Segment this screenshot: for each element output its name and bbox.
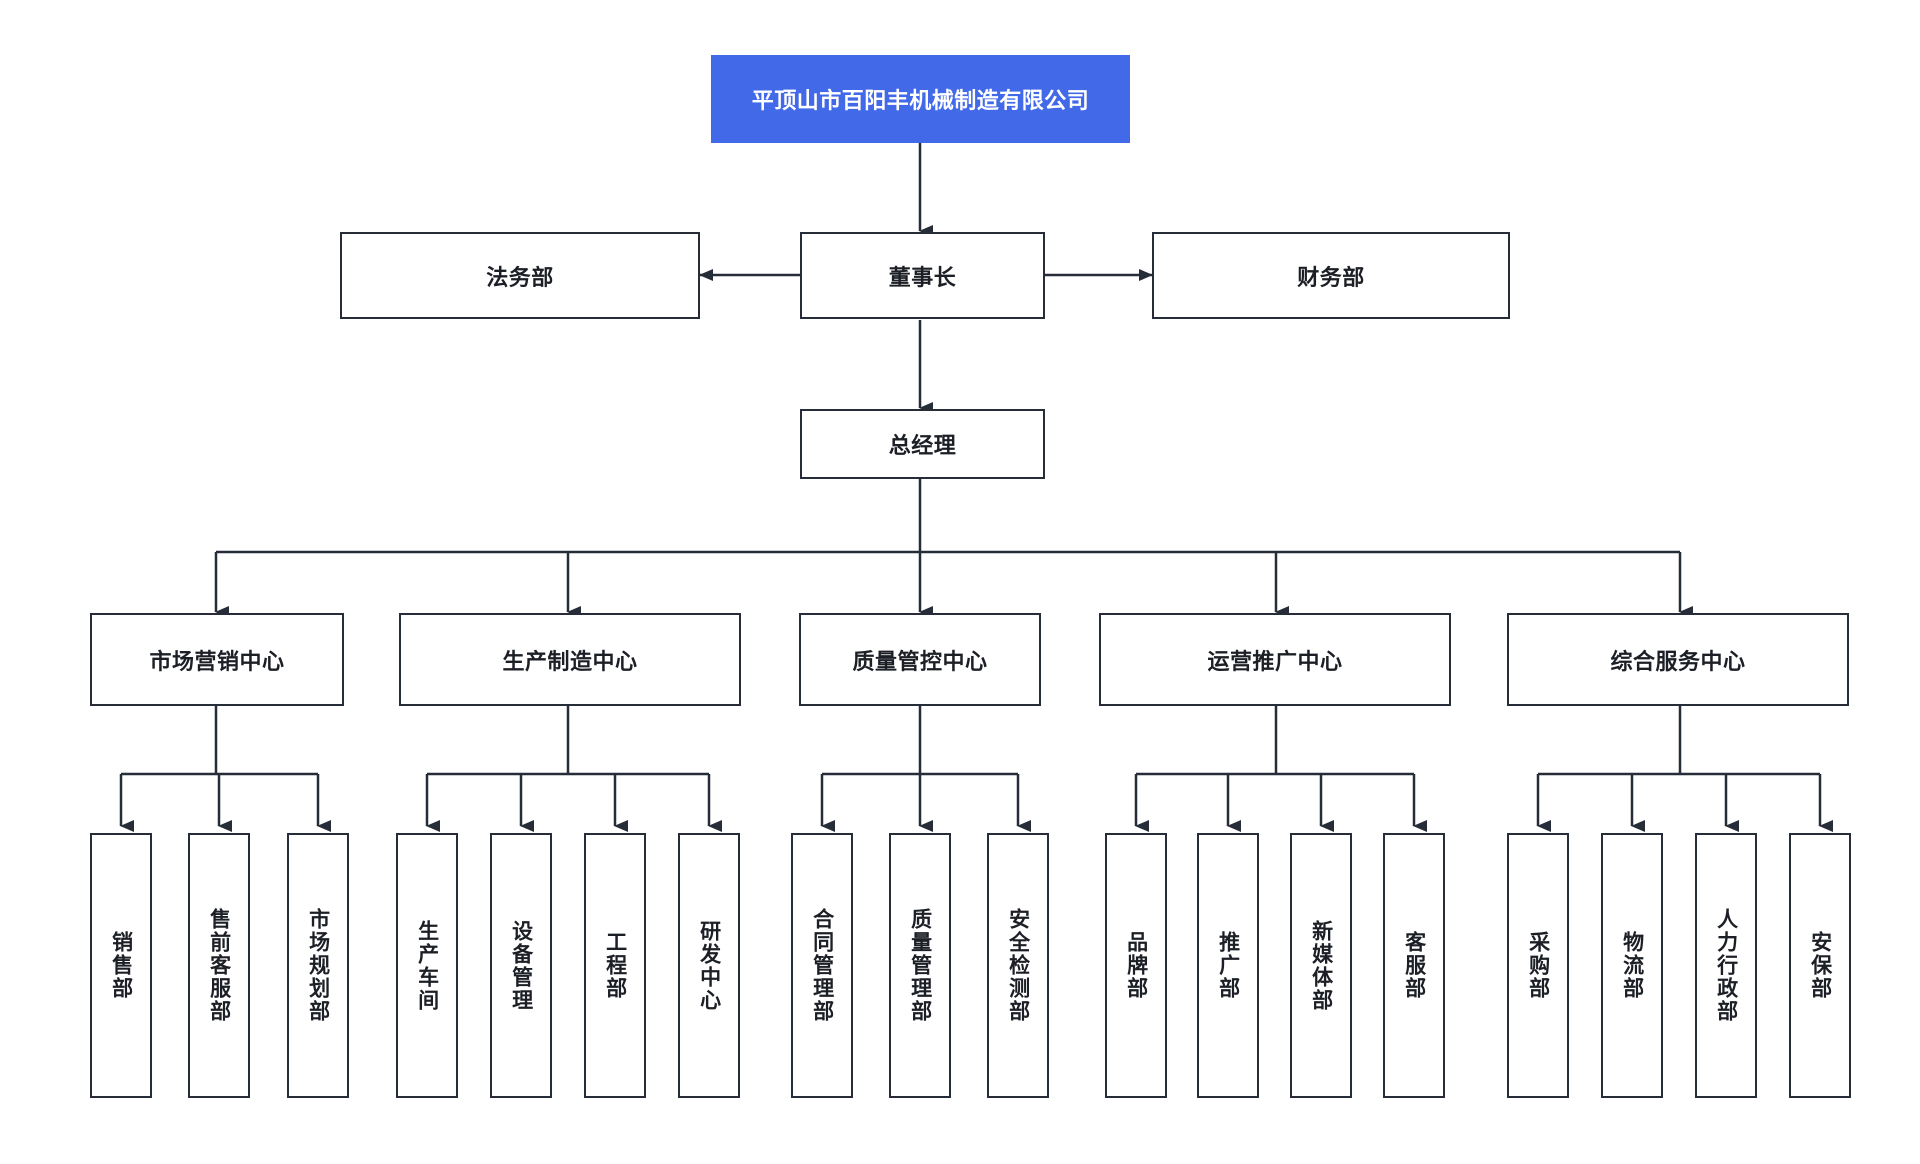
- node-dept-presales-service[interactable]: 售前客服部: [188, 833, 250, 1098]
- node-center-quality-label: 质量管控中心: [852, 648, 988, 674]
- node-dept-brand[interactable]: 品牌部: [1105, 833, 1167, 1098]
- node-dept-logistics-label: 物流部: [1620, 931, 1644, 1000]
- node-dept-sales-label: 销售部: [109, 931, 133, 1000]
- node-dept-procurement-label: 采购部: [1526, 931, 1550, 1000]
- node-dept-logistics[interactable]: 物流部: [1601, 833, 1663, 1098]
- node-chairman[interactable]: 董事长: [800, 232, 1045, 319]
- node-finance-department-label: 财务部: [1297, 264, 1365, 290]
- node-center-production[interactable]: 生产制造中心: [399, 613, 741, 706]
- node-center-operations-label: 运营推广中心: [1207, 648, 1343, 674]
- node-dept-brand-label: 品牌部: [1124, 931, 1148, 1000]
- node-center-general-service[interactable]: 综合服务中心: [1507, 613, 1849, 706]
- node-general-manager[interactable]: 总经理: [800, 409, 1045, 479]
- node-dept-security[interactable]: 安保部: [1789, 833, 1851, 1098]
- node-center-quality[interactable]: 质量管控中心: [799, 613, 1041, 706]
- node-company-root[interactable]: 平顶山市百阳丰机械制造有限公司: [711, 55, 1130, 143]
- node-dept-customer-service-label: 客服部: [1402, 931, 1426, 1000]
- node-dept-new-media[interactable]: 新媒体部: [1290, 833, 1352, 1098]
- node-dept-quality-management[interactable]: 质量管理部: [889, 833, 951, 1098]
- node-dept-new-media-label: 新媒体部: [1309, 919, 1333, 1012]
- node-dept-contract-management[interactable]: 合同管理部: [791, 833, 853, 1098]
- node-dept-contract-management-label: 合同管理部: [810, 908, 834, 1023]
- node-legal-department-label: 法务部: [486, 264, 554, 290]
- node-dept-hr-administration-label: 人力行政部: [1714, 908, 1738, 1023]
- node-dept-equipment-management[interactable]: 设备管理: [490, 833, 552, 1098]
- node-center-production-label: 生产制造中心: [502, 648, 638, 674]
- node-center-operations[interactable]: 运营推广中心: [1099, 613, 1451, 706]
- node-chairman-label: 董事长: [888, 264, 957, 290]
- node-dept-customer-service[interactable]: 客服部: [1383, 833, 1445, 1098]
- node-center-marketing[interactable]: 市场营销中心: [90, 613, 344, 706]
- node-dept-procurement[interactable]: 采购部: [1507, 833, 1569, 1098]
- node-legal-department[interactable]: 法务部: [340, 232, 700, 319]
- node-dept-security-label: 安保部: [1808, 931, 1832, 1000]
- node-dept-quality-management-label: 质量管理部: [908, 908, 932, 1023]
- node-dept-engineering-label: 工程部: [603, 931, 627, 1000]
- node-dept-hr-administration[interactable]: 人力行政部: [1695, 833, 1757, 1098]
- node-dept-equipment-management-label: 设备管理: [509, 919, 533, 1012]
- node-center-marketing-label: 市场营销中心: [149, 648, 285, 674]
- node-dept-market-planning[interactable]: 市场规划部: [287, 833, 349, 1098]
- node-general-manager-label: 总经理: [888, 433, 957, 458]
- node-dept-rnd-center[interactable]: 研发中心: [678, 833, 740, 1098]
- node-dept-presales-service-label: 售前客服部: [207, 908, 231, 1023]
- node-dept-rnd-center-label: 研发中心: [697, 919, 721, 1012]
- node-center-general-service-label: 综合服务中心: [1610, 648, 1746, 674]
- node-dept-production-workshop-label: 生产车间: [415, 919, 439, 1012]
- node-dept-production-workshop[interactable]: 生产车间: [396, 833, 458, 1098]
- node-dept-promotion-label: 推广部: [1216, 931, 1240, 1000]
- node-dept-engineering[interactable]: 工程部: [584, 833, 646, 1098]
- node-dept-sales[interactable]: 销售部: [90, 833, 152, 1098]
- node-company-root-label: 平顶山市百阳丰机械制造有限公司: [751, 88, 1090, 113]
- node-finance-department[interactable]: 财务部: [1152, 232, 1510, 319]
- node-dept-market-planning-label: 市场规划部: [306, 908, 330, 1023]
- node-dept-safety-inspection[interactable]: 安全检测部: [987, 833, 1049, 1098]
- node-dept-safety-inspection-label: 安全检测部: [1006, 908, 1030, 1023]
- node-dept-promotion[interactable]: 推广部: [1197, 833, 1259, 1098]
